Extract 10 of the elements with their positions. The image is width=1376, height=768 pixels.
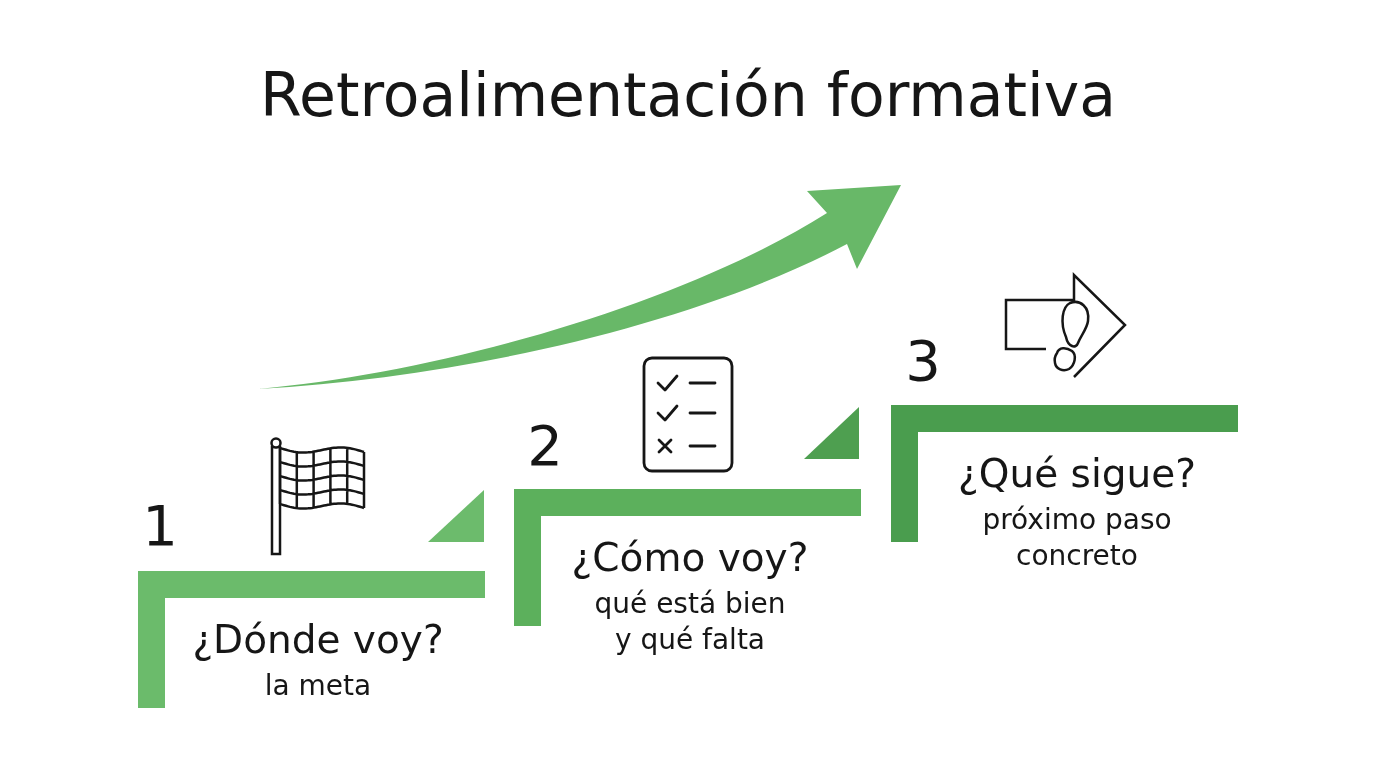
step-heading: ¿Qué sigue?	[958, 451, 1196, 497]
step-number: 2	[526, 418, 564, 474]
step-heading: ¿Cómo voy?	[571, 535, 809, 581]
diagram-title: Retroalimentación formativa	[260, 60, 1116, 130]
step-number: 1	[141, 498, 179, 554]
step-heading: ¿Dónde voy?	[192, 617, 444, 663]
step-number: 3	[904, 333, 942, 389]
step-description: próximo paso concreto	[981, 502, 1173, 574]
step-description: qué está bien y qué falta	[593, 586, 787, 658]
step-description: la meta	[263, 668, 373, 704]
